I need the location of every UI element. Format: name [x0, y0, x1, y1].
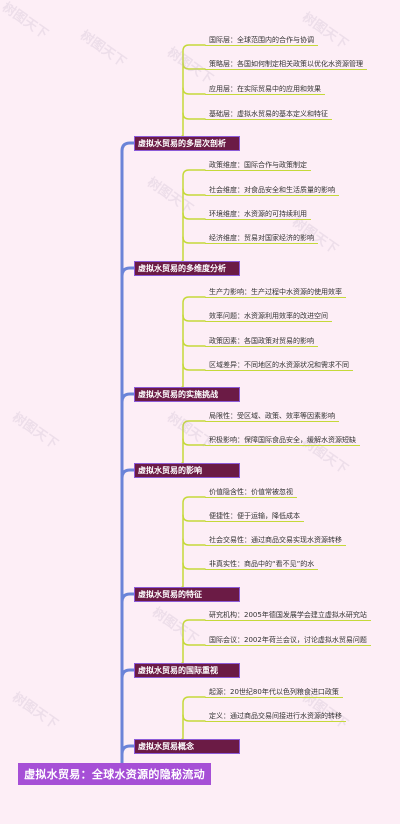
branch-to-leaf-connector — [181, 420, 206, 464]
leaf-underline — [205, 219, 311, 220]
leaf-node[interactable]: 基础层：虚拟水贸易的基本定义和特征 — [209, 109, 328, 118]
leaf-underline — [205, 497, 297, 498]
branch-to-leaf-connector — [181, 619, 206, 664]
leaf-connector — [182, 87, 206, 95]
branch-node[interactable]: 虚拟水贸易的影响 — [134, 463, 240, 478]
leaf-underline — [205, 421, 339, 422]
branch-node[interactable]: 虚拟水贸易的特征 — [134, 587, 240, 602]
leaf-underline — [205, 545, 346, 546]
leaf-underline — [205, 445, 360, 446]
leaf-node[interactable]: 经济维度：贸易对国家经济的影响 — [209, 233, 314, 242]
leaf-underline — [205, 321, 332, 322]
leaf-underline — [205, 297, 346, 298]
branch-node[interactable]: 虚拟水贸易的实施挑战 — [134, 387, 240, 402]
leaf-connector — [182, 538, 206, 546]
leaf-underline — [205, 94, 325, 95]
leaf-node[interactable]: 区域差异：不同地区的水资源状况和需求不同 — [209, 360, 349, 369]
leaf-node[interactable]: 效率问题：水资源利用效率的改进空间 — [209, 311, 328, 320]
leaf-underline — [205, 170, 311, 171]
leaf-node[interactable]: 社会维度：对食品安全和生活质量的影响 — [209, 185, 335, 194]
leaf-connector — [182, 62, 206, 70]
leaf-underline — [205, 620, 371, 621]
leaf-underline — [205, 370, 353, 371]
branch-node[interactable]: 虚拟水贸易的国际重视 — [134, 663, 240, 678]
leaf-connector — [182, 363, 206, 371]
leaf-node[interactable]: 应用层：在实际贸易中的应用和效果 — [209, 84, 321, 93]
branch-node[interactable]: 虚拟水贸易概念 — [134, 739, 240, 754]
leaf-underline — [205, 645, 371, 646]
branch-to-leaf-connector — [181, 296, 206, 388]
leaf-node[interactable]: 局限性：受区域、政策、效率等因素影响 — [209, 411, 335, 420]
leaf-underline — [205, 119, 332, 120]
leaf-connector — [182, 562, 206, 570]
leaf-node[interactable]: 生产力影响：生产过程中水资源的使用效率 — [209, 287, 342, 296]
leaf-node[interactable]: 便捷性：便于运输，降低成本 — [209, 511, 300, 520]
branch-node[interactable]: 虚拟水贸易的多层次剖析 — [134, 136, 240, 151]
root-node[interactable]: 虚拟水贸易：全球水资源的隐秘流动 — [18, 763, 211, 785]
leaf-connector — [182, 339, 206, 347]
branch-to-leaf-connector — [181, 696, 206, 740]
branch-to-leaf-connector — [181, 169, 206, 262]
leaf-connector — [182, 714, 206, 722]
leaf-node[interactable]: 研究机构：2005年德国发展学会建立虚拟水研究站 — [209, 610, 367, 619]
leaf-connector — [182, 438, 206, 446]
branch-to-leaf-connector — [181, 44, 206, 137]
leaf-node[interactable]: 策略层：各国如何制定相关政策以优化水资源管理 — [209, 59, 363, 68]
leaf-underline — [205, 69, 367, 70]
leaf-connector — [182, 314, 206, 322]
leaf-connector — [182, 212, 206, 220]
trunk-connector — [120, 266, 136, 765]
leaf-connector — [182, 236, 206, 244]
leaf-underline — [205, 569, 318, 570]
leaf-underline — [205, 243, 318, 244]
leaf-node[interactable]: 政策维度：国际合作与政策制定 — [209, 160, 307, 169]
leaf-node[interactable]: 定义：通过商品交易间接进行水资源的转移 — [209, 711, 342, 720]
leaf-node[interactable]: 社会交易性：通过商品交易实现水资源转移 — [209, 535, 342, 544]
leaf-underline — [205, 721, 346, 722]
leaf-node[interactable]: 积极影响：保障国际食品安全，缓解水资源短缺 — [209, 435, 356, 444]
leaf-node[interactable]: 国际层：全球范围内的合作与协调 — [209, 35, 314, 44]
leaf-node[interactable]: 政策因素：各国政策对贸易的影响 — [209, 336, 314, 345]
leaf-node[interactable]: 起源：20世纪80年代以色列粮食进口政策 — [209, 687, 339, 696]
leaf-connector — [182, 112, 206, 120]
leaf-node[interactable]: 国际会议：2002年荷兰会议，讨论虚拟水贸易问题 — [209, 635, 367, 644]
leaf-underline — [205, 521, 304, 522]
leaf-connector — [182, 188, 206, 196]
leaf-underline — [205, 697, 343, 698]
trunk-connector — [120, 141, 136, 765]
leaf-underline — [205, 346, 318, 347]
leaf-node[interactable]: 非真实性：商品中的“看不见”的水 — [209, 559, 315, 568]
branch-to-leaf-connector — [181, 496, 206, 588]
trunk-connector — [120, 468, 136, 765]
leaf-underline — [205, 45, 318, 46]
leaf-underline — [205, 195, 339, 196]
leaf-connector — [182, 514, 206, 522]
leaf-node[interactable]: 环境维度：水资源的可持续利用 — [209, 209, 307, 218]
branch-node[interactable]: 虚拟水贸易的多维度分析 — [134, 261, 240, 276]
trunk-connector — [120, 668, 136, 765]
trunk-connector — [120, 744, 136, 765]
leaf-node[interactable]: 价值隐含性：价值常被忽视 — [209, 487, 293, 496]
trunk-connector — [120, 592, 136, 765]
leaf-connector — [182, 638, 206, 646]
trunk-connector — [120, 392, 136, 765]
